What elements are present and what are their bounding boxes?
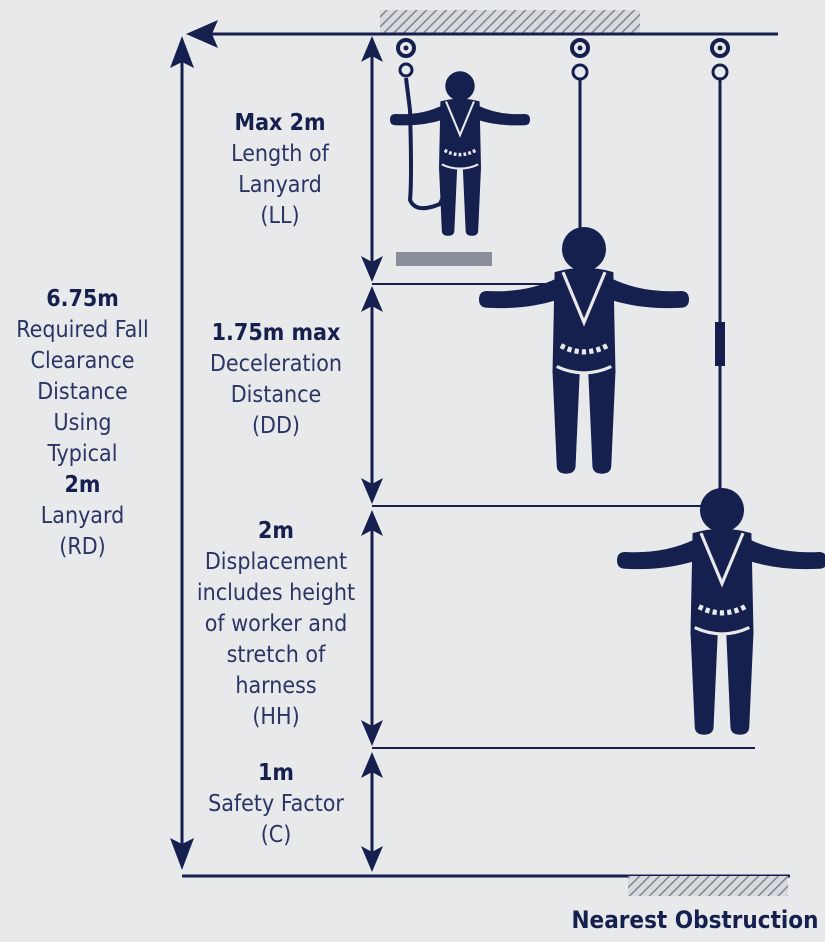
total-distance-value: 6.75m xyxy=(46,286,119,312)
bottom-hatch-icon xyxy=(628,876,788,896)
worker-icon xyxy=(479,226,689,474)
deceleration-label: 1.75m max Deceleration Distance (DD) xyxy=(196,318,356,442)
lanyard-line-3: (LL) xyxy=(260,203,300,229)
lanyard-value: Max 2m xyxy=(234,110,326,136)
lanyard-length-label: Max 2m Length of Lanyard (LL) xyxy=(200,108,360,232)
nearest-obstruction-label: Nearest Obstruction xyxy=(571,906,819,934)
displacement-value: 2m xyxy=(258,518,294,544)
total-distance-label: 6.75m Required Fall Clearance Distance U… xyxy=(0,284,165,563)
displacement-line-4: stretch of xyxy=(226,642,326,668)
displacement-line-2: includes height xyxy=(196,580,356,606)
deceleration-line-2: Distance xyxy=(230,382,322,408)
total-line-2: Clearance xyxy=(30,348,135,374)
deceleration-line-1: Deceleration xyxy=(209,351,343,377)
segment-arrows xyxy=(361,36,383,872)
displacement-label: 2m Displacement includes height of worke… xyxy=(186,516,366,733)
displacement-line-1: Displacement xyxy=(204,549,348,575)
total-line-5: Typical xyxy=(47,441,118,467)
total-line-1: Required Fall xyxy=(16,317,149,343)
displacement-line-3: of worker and xyxy=(204,611,348,637)
total-line-4: Using xyxy=(53,410,112,436)
safety-line-2: (C) xyxy=(260,822,292,848)
anchor-icon xyxy=(396,38,730,81)
safety-line-1: Safety Factor xyxy=(208,791,344,817)
total-line-7: (RD) xyxy=(59,534,106,560)
top-reference-arrow xyxy=(186,20,778,48)
worker-icon xyxy=(390,71,530,266)
displacement-line-6: (HH) xyxy=(252,704,300,730)
displacement-line-5: harness xyxy=(235,673,317,699)
total-lanyard-value: 2m xyxy=(64,472,101,498)
safety-factor-label: 1m Safety Factor (C) xyxy=(196,758,356,851)
lanyard-line-1: Length of xyxy=(231,141,329,167)
total-line-6: Lanyard xyxy=(40,503,125,529)
total-line-3: Distance xyxy=(37,379,128,405)
deceleration-value: 1.75m max xyxy=(211,320,341,346)
deceleration-line-3: (DD) xyxy=(251,413,301,439)
safety-value: 1m xyxy=(258,760,294,786)
overhead-hatch-icon xyxy=(380,10,640,34)
lanyard-line-2: Lanyard xyxy=(238,172,322,198)
total-distance-arrow xyxy=(170,36,194,870)
worker-icon xyxy=(617,487,825,735)
